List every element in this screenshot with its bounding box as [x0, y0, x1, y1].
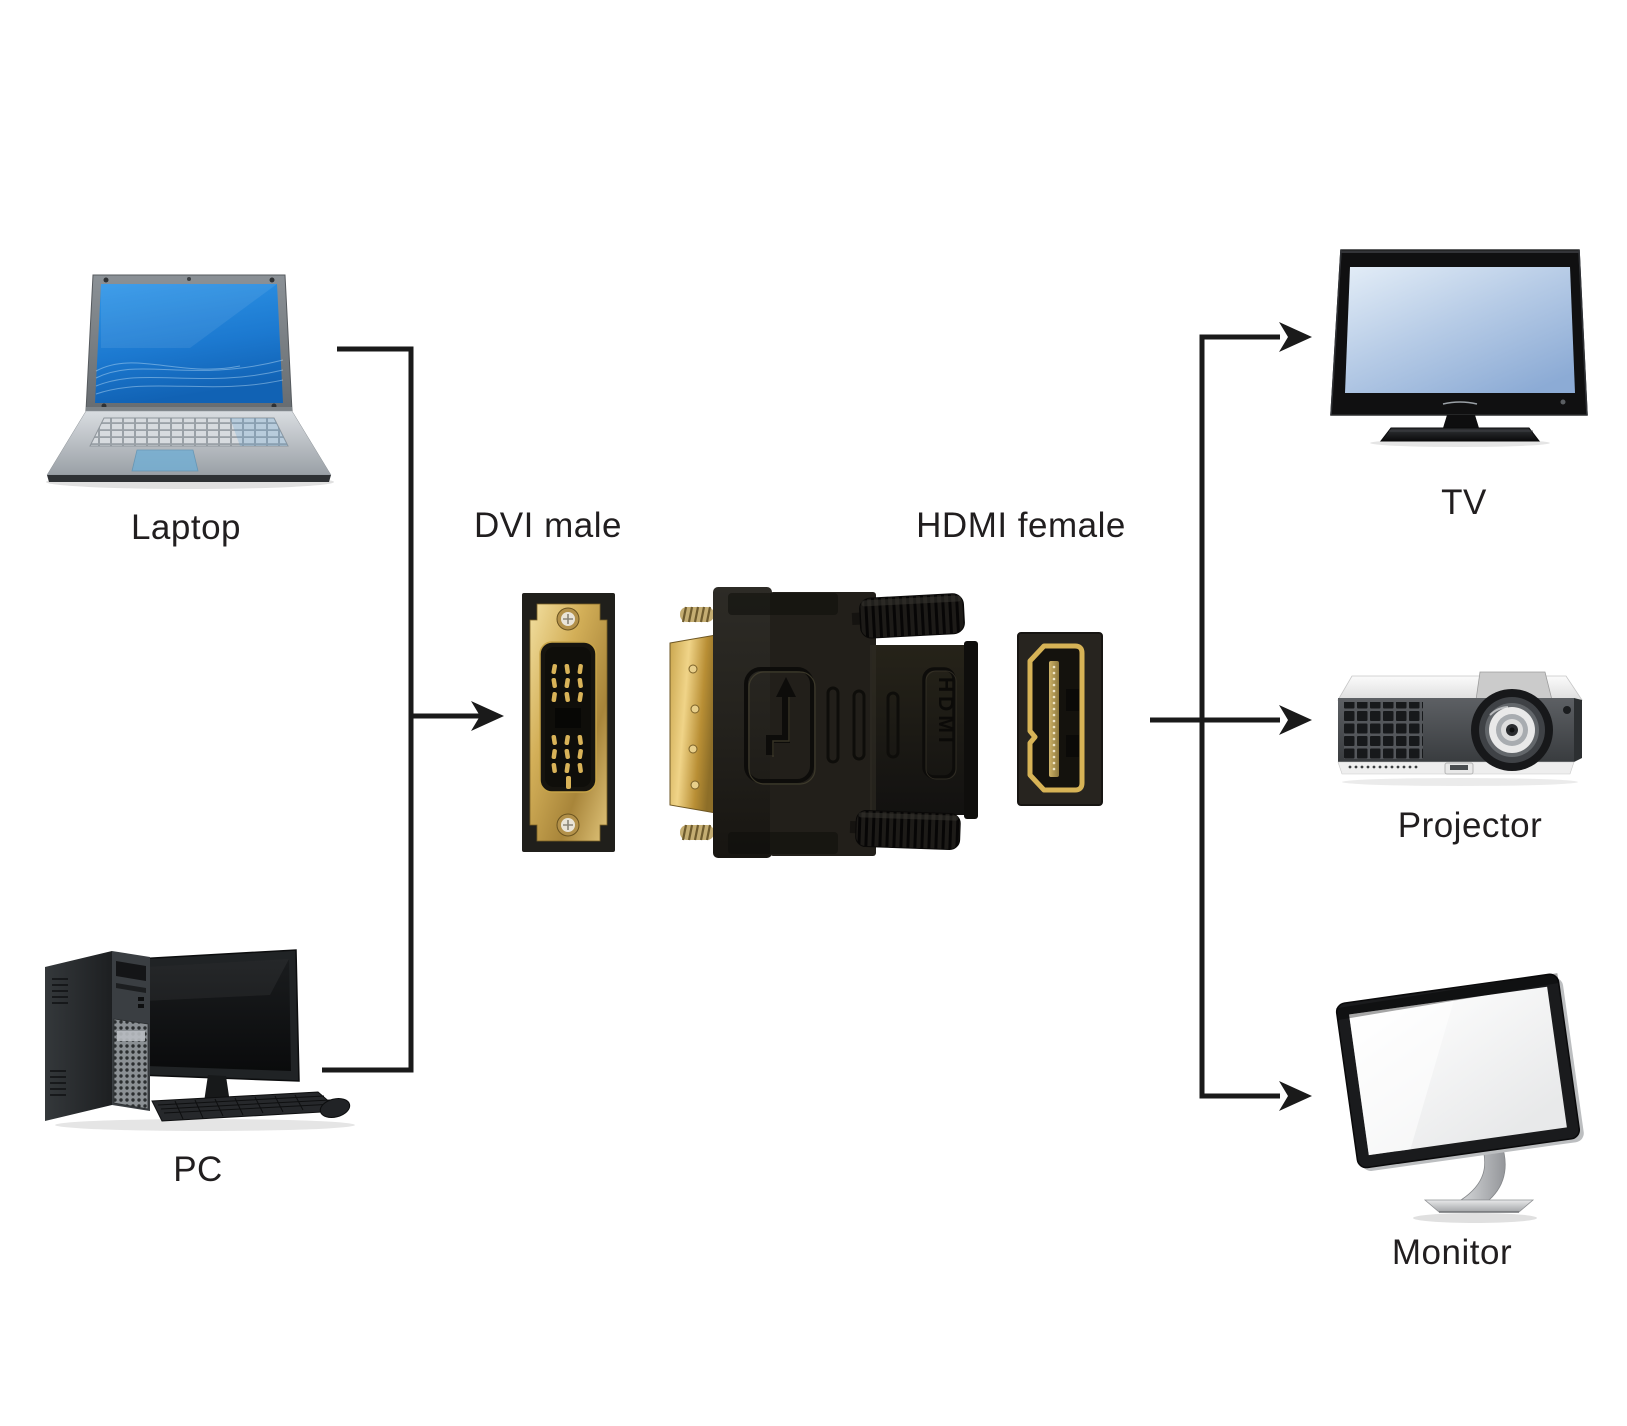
- tv-frame: [1330, 249, 1588, 416]
- adapter-screw-top: [680, 606, 714, 623]
- adapter-illustration: HDMI: [648, 583, 980, 863]
- adapter-ribs: [826, 686, 900, 764]
- targets-branch-line: [1199, 334, 1280, 1099]
- projector-lens: [1471, 689, 1553, 771]
- pc-illustration: [40, 935, 360, 1135]
- projector-label: Projector: [1397, 806, 1543, 845]
- adapter-logo-emboss: [744, 667, 816, 785]
- tv-stand: [1379, 415, 1541, 442]
- arrowhead-to-monitor: [1279, 1081, 1312, 1111]
- dvi-pins: [551, 663, 583, 789]
- adapter-thumbscrew-bottom: [849, 810, 961, 850]
- monitor-label: Monitor: [1391, 1233, 1513, 1272]
- monitor-stand: [1423, 1139, 1535, 1213]
- tv-illustration: [1325, 244, 1595, 449]
- pc-keyboard: [151, 1091, 342, 1122]
- svg-text:HDMI: HDMI: [934, 677, 957, 747]
- laptop-illustration: [40, 228, 340, 493]
- monitor-illustration: [1335, 952, 1590, 1237]
- monitor-display: [1335, 973, 1584, 1171]
- dvi-male-connector: [517, 590, 617, 855]
- projector-illustration: [1330, 660, 1590, 790]
- pc-mouse: [319, 1098, 351, 1118]
- dvi-screw-bottom: [556, 813, 580, 837]
- arrowhead-to-tv: [1279, 322, 1312, 352]
- tv-label: TV: [1441, 483, 1487, 522]
- adapter-hdmi-emboss: HDMI: [922, 667, 957, 780]
- arrowhead-to-dvi: [471, 701, 504, 731]
- adapter-dvi-gold-edge: [669, 634, 717, 814]
- laptop-base: [46, 407, 332, 482]
- dvi-male-label: DVI male: [474, 506, 622, 545]
- pc-monitor: [135, 949, 300, 1103]
- hdmi-female-label: HDMI female: [916, 506, 1126, 545]
- hdmi-socket: [1027, 643, 1085, 793]
- laptop-label: Laptop: [130, 508, 242, 547]
- hdmi-female-port: [1016, 631, 1104, 807]
- dvi-screw-top: [556, 607, 580, 631]
- adapter-screw-bottom: [680, 824, 714, 841]
- sources-to-adapter-line: [322, 346, 414, 1073]
- adapter-thumbscrew-top: [851, 593, 965, 639]
- pc-label: PC: [173, 1150, 223, 1189]
- laptop-lid: [85, 274, 293, 412]
- arrowhead-to-projector: [1279, 705, 1312, 735]
- pc-tower: [45, 951, 150, 1121]
